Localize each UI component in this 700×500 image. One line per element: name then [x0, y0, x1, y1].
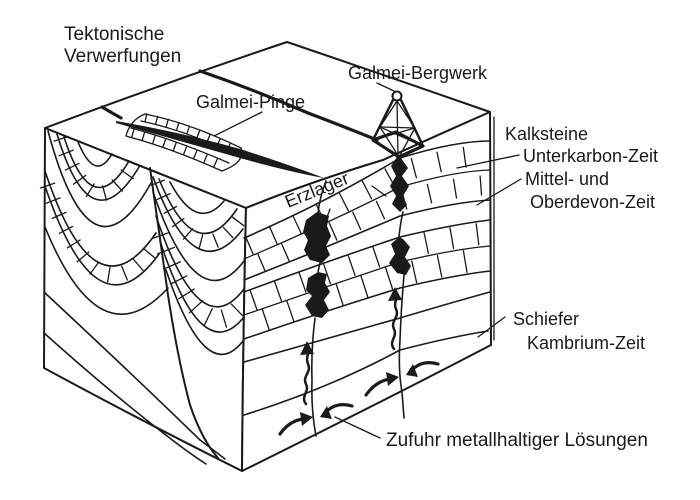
label-galmei-bergwerk: Galmei-Bergwerk [348, 63, 488, 83]
leader-schiefer [477, 316, 506, 338]
leader-oberdevon [476, 178, 522, 206]
fracture-line [317, 262, 321, 273]
fold-line [77, 141, 113, 167]
fold-line [47, 130, 152, 228]
leader-erzlager-right [371, 185, 387, 197]
headframe-pole [396, 100, 399, 157]
rising-solution-arrow [390, 294, 399, 351]
arrowhead [320, 406, 332, 419]
fold-line [152, 191, 245, 282]
folded-strata-left-face [39, 130, 245, 465]
solution-flow-arrows [278, 287, 440, 436]
brick-ticks [53, 135, 134, 201]
inflow-arrow [412, 361, 440, 370]
headframe-crossbar [379, 126, 416, 129]
brick-ticks [151, 231, 245, 328]
label-zufuhr: Zufuhr metallhaltiger Lösungen [386, 430, 648, 451]
label-kambrium: Kambrium-Zeit [527, 333, 645, 353]
fault-trace-2 [198, 69, 379, 142]
inflow-arrow [326, 403, 354, 412]
limestone1-mid [243, 169, 491, 260]
ore-body [389, 237, 411, 275]
label-kalksteine: Kalksteine [505, 124, 588, 144]
label-unterkarbon: Unterkarbon-Zeit [523, 146, 658, 166]
fault-trace-1 [100, 105, 123, 120]
limestone2-top [243, 219, 491, 293]
fracture-line [317, 180, 327, 214]
arrowhead [300, 341, 314, 355]
label-schiefer: Schiefer [513, 309, 579, 329]
fold-line [159, 240, 245, 333]
brick-ticks [150, 179, 245, 249]
label-oberdevon: Oberdevon-Zeit [530, 192, 655, 212]
fold-line [169, 181, 225, 215]
fracture-line [398, 211, 404, 238]
fold-line [44, 170, 157, 267]
brick-ticks [131, 128, 218, 168]
fracture-line [398, 274, 405, 419]
fold-line [158, 178, 238, 235]
headframe-bracing [372, 100, 424, 158]
leader-erzlager-left [320, 208, 331, 235]
limestone1-bottom [243, 199, 491, 281]
fold-line [152, 176, 244, 253]
fold-line [44, 226, 169, 315]
shale-bedding-line [243, 330, 489, 416]
label-tektonische-line1: Tektonische [64, 24, 164, 45]
pit-rim [130, 127, 230, 164]
arrowhead [406, 364, 418, 377]
ore-body [305, 272, 330, 318]
brick-ticks [144, 113, 232, 151]
pit-rim [140, 120, 237, 156]
arrowhead [388, 287, 402, 301]
headframe-leg [371, 98, 395, 142]
rising-solution-arrow [302, 348, 311, 406]
deep-bedding-line [43, 291, 226, 460]
label-tektonische-line2: Verwerfungen [64, 46, 181, 67]
pit-shadow [116, 121, 324, 178]
leader-zufuhr [334, 416, 381, 439]
ore-vein-right [389, 157, 411, 419]
arrowhead [386, 372, 399, 386]
label-mittel-und: Mittel- und [525, 169, 609, 189]
fold-line [165, 269, 244, 356]
fracture-line [311, 317, 317, 437]
deep-bedding-line [43, 332, 207, 465]
leader-unterkarbon [456, 154, 520, 169]
brick-ticks [39, 182, 156, 283]
galmei-pinge-pit [116, 113, 324, 178]
tectonic-fault-traces [100, 69, 379, 142]
text-labels: Tektonische Verwerfungen Galmei-Pinge Ga… [64, 24, 658, 451]
fault-line-left-face [149, 167, 219, 459]
leader-lines [213, 82, 522, 439]
fold-line [63, 136, 130, 189]
leader-galmei-bergwerk [376, 82, 395, 92]
pit-rim-cap [221, 147, 243, 172]
mine-headframe-icon [371, 90, 425, 159]
label-galmei-pinge: Galmei-Pinge [196, 92, 305, 112]
fold-line [56, 133, 140, 201]
leader-galmei-pinge [213, 111, 263, 137]
fold-line [155, 215, 245, 308]
arrowhead [300, 412, 313, 426]
pit-rim [125, 135, 223, 172]
fold-line [44, 185, 160, 286]
pit-rim-cap [125, 113, 146, 137]
ore-body [390, 157, 409, 212]
limestone1-top [243, 140, 491, 239]
